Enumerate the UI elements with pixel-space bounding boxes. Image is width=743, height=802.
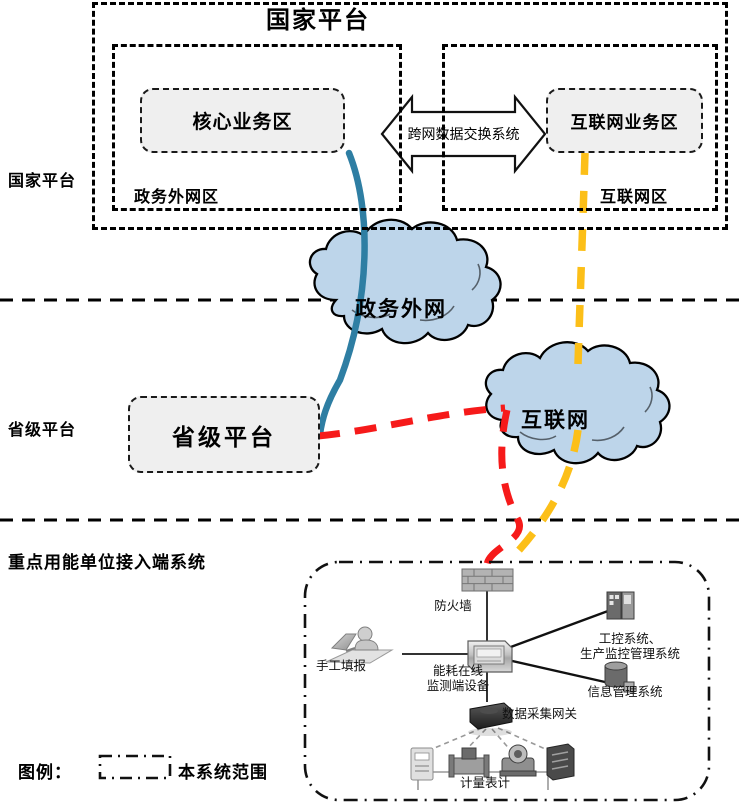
link-red-internet-terminal [483, 409, 524, 567]
edge-device-label: 能耗在线 监测端设备 [413, 663, 503, 693]
cross-network-exchange-arrow [380, 93, 547, 175]
manual-entry-icon [325, 626, 394, 664]
side-label-terminal: 重点用能单位接入端系统 [8, 553, 206, 573]
manual-entry-label: 手工填报 [315, 658, 366, 673]
cloud-label-government-extranet: 政务外网 [355, 297, 447, 321]
side-label-national: 国家平台 [8, 171, 77, 190]
ics-system-label-line2: 生产监控管理系统 [579, 646, 680, 661]
national-platform-outer-box [92, 2, 728, 230]
internet-business-zone[interactable]: 互联网业务区 [546, 88, 703, 153]
ics-system-label: 工控系统、 生产监控管理系统 [570, 631, 690, 661]
legend-text: 本系统范围 [178, 763, 268, 783]
internet-zone-label: 互联网区 [600, 187, 669, 206]
firewall-label: 防火墙 [434, 598, 472, 613]
meter-electric-icon [410, 747, 434, 781]
edge-device-label-line2: 监测端设备 [426, 678, 490, 693]
legend-swatch-box [98, 754, 172, 780]
link-red-provincial-internet [317, 404, 506, 440]
data-gateway-label: 数据采集网关 [502, 706, 578, 721]
provincial-platform-box[interactable]: 省级平台 [128, 396, 320, 473]
internet-zone-box [442, 44, 718, 211]
meters-label: 计量表计 [459, 775, 510, 790]
terminal-connections [402, 588, 609, 790]
side-label-provincial: 省级平台 [8, 420, 77, 439]
edge-device-icon [467, 640, 513, 673]
meter-flow-icon [448, 747, 490, 778]
link-gov-extranet [316, 149, 368, 438]
data-gateway-icon [468, 702, 513, 736]
edge-device-label-line1: 能耗在线 [432, 663, 483, 678]
cloud-government-extranet [308, 218, 502, 345]
meter-cabinet-icon [546, 743, 575, 781]
link-yellow-internet-terminal [507, 429, 582, 563]
meter-gas-icon [499, 744, 537, 777]
ics-server-icon [606, 591, 635, 620]
cloud-label-internet: 互联网 [521, 408, 590, 432]
national-platform-title: 国家平台 [266, 5, 370, 34]
ics-system-label-line1: 工控系统、 [598, 631, 662, 646]
legend-title: 图例： [18, 763, 72, 783]
government-extranet-zone-label: 政务外网区 [134, 187, 220, 206]
government-extranet-zone-box [112, 44, 402, 211]
cloud-internet [484, 341, 671, 465]
cross-network-exchange-label: 跨网数据交换系统 [407, 127, 520, 143]
firewall-icon [461, 568, 514, 592]
mis-database-icon [604, 661, 635, 693]
terminal-system-boundary [303, 560, 711, 802]
mis-system-label: 信息管理系统 [587, 684, 663, 699]
core-business-zone[interactable]: 核心业务区 [140, 88, 345, 153]
